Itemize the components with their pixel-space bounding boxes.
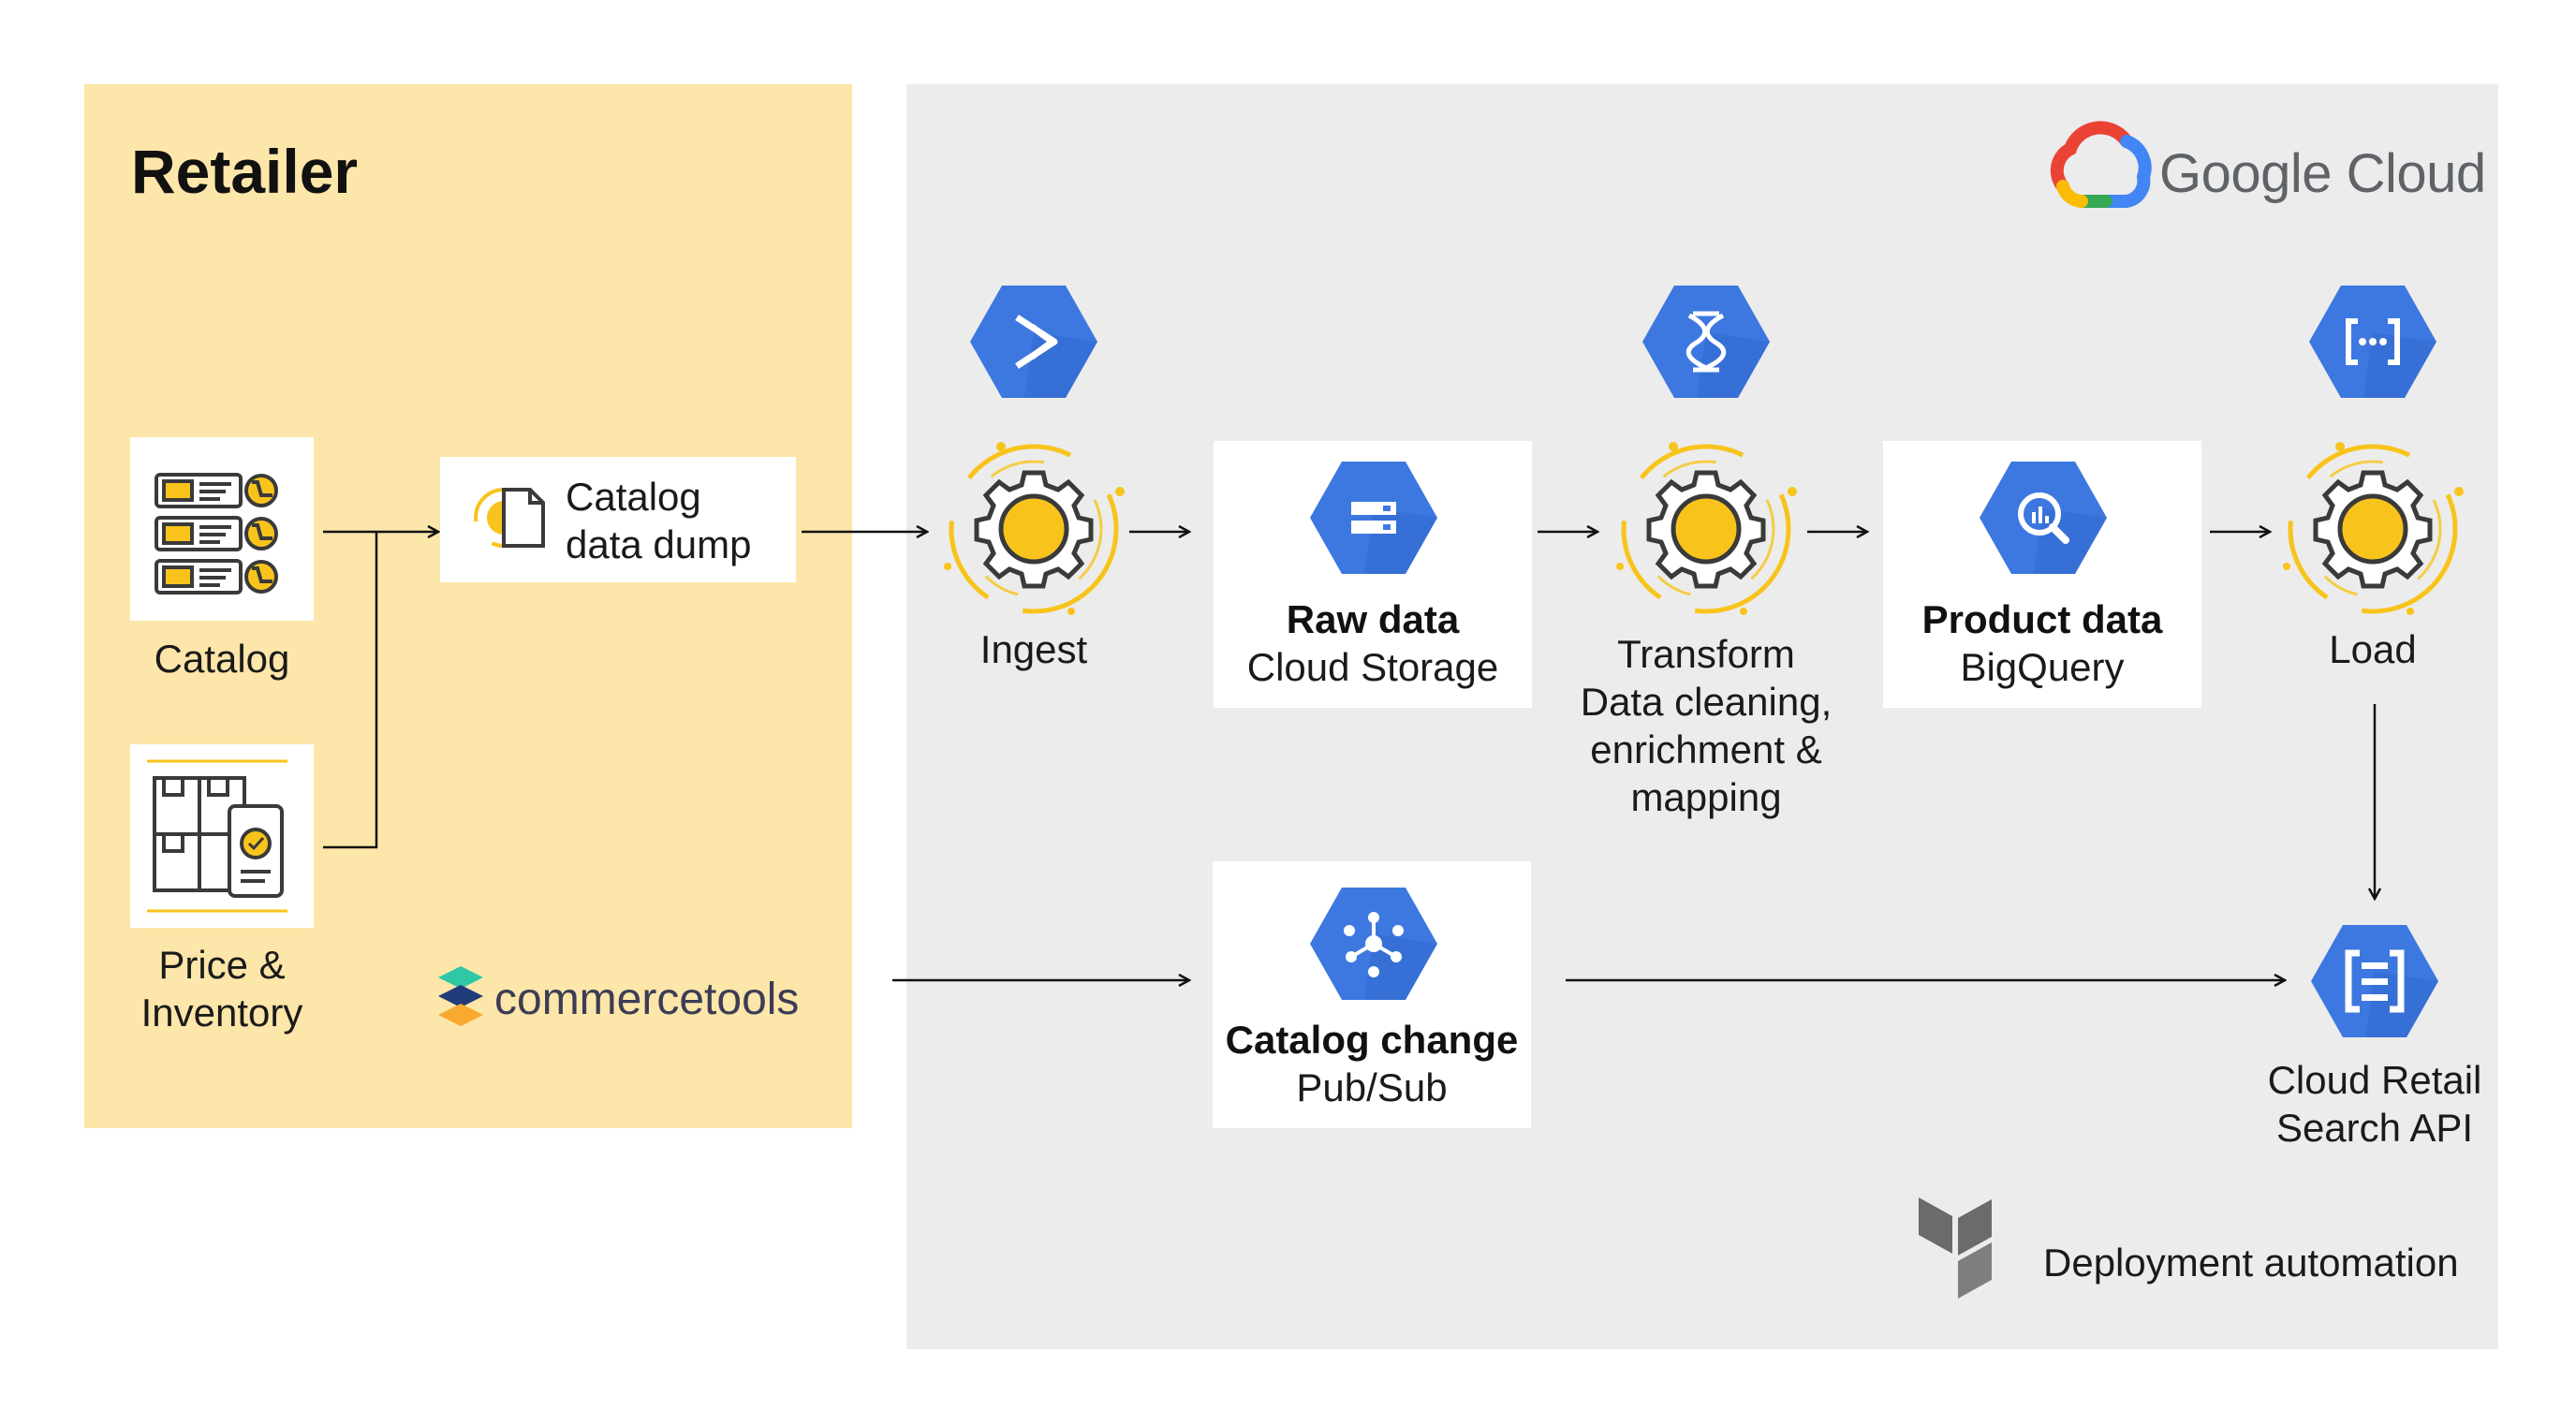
catalog-dump-label: Catalog data dump bbox=[566, 475, 752, 566]
commercetools-logo bbox=[438, 966, 483, 1026]
load-label: Load bbox=[2329, 627, 2417, 671]
catalog-label: Catalog bbox=[154, 637, 290, 681]
raw-data-label: Raw data Cloud Storage bbox=[1246, 597, 1499, 689]
ingest-gear-icon bbox=[944, 442, 1125, 615]
product-data-label: Product data BigQuery bbox=[1921, 597, 2163, 689]
cloud-run-icon bbox=[970, 286, 1097, 398]
google-cloud-logo bbox=[2050, 121, 2152, 208]
commercetools-text: commercetools bbox=[494, 975, 800, 1024]
pubsub-icon bbox=[1310, 888, 1437, 1000]
retail-api-icon bbox=[2311, 925, 2438, 1037]
terraform-icon bbox=[1919, 1197, 1992, 1299]
document-icon bbox=[474, 488, 545, 548]
cloud-storage-icon bbox=[1310, 462, 1437, 574]
price-connector bbox=[323, 532, 378, 849]
deployment-automation-label: Deployment automation bbox=[2043, 1240, 2459, 1285]
google-cloud-text: Google Cloud bbox=[2159, 143, 2486, 204]
catalog-change-label: Catalog change Pub/Sub bbox=[1225, 1018, 1519, 1109]
transform-gear-icon bbox=[1616, 442, 1797, 615]
cloud-functions-icon bbox=[2309, 286, 2436, 398]
bigquery-icon bbox=[1980, 462, 2107, 574]
catalog-icon bbox=[155, 473, 278, 595]
ingest-label: Ingest bbox=[979, 627, 1088, 671]
price-inventory-label: Price & Inventory bbox=[140, 943, 303, 1035]
retailer-title: Retailer bbox=[131, 137, 359, 206]
dataflow-icon bbox=[1642, 286, 1770, 398]
transform-label: Transform Data cleaning, enrichment & ma… bbox=[1580, 632, 1833, 819]
retail-search-label: Cloud Retail Search API bbox=[2267, 1058, 2482, 1150]
price-inventory-icon bbox=[147, 759, 287, 913]
load-gear-icon bbox=[2283, 442, 2464, 615]
